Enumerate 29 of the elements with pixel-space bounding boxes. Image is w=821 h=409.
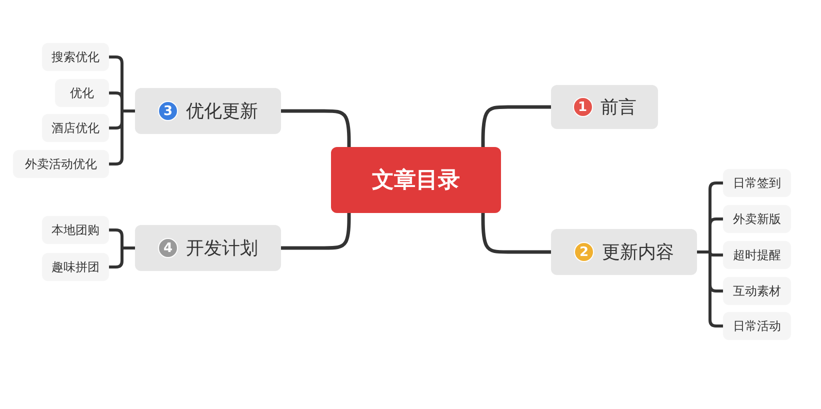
subtopic-box: 外卖新版 <box>723 205 791 233</box>
branch-line <box>109 246 135 268</box>
topic-box <box>135 225 281 271</box>
subtopic-box: 超时提醒 <box>723 241 791 269</box>
subtopic-box: 日常活动 <box>723 312 791 340</box>
topic-box <box>135 88 281 134</box>
subtopic-box: 互动素材 <box>723 277 791 305</box>
branch-line <box>481 105 551 147</box>
subtopic-box: 酒店优化 <box>42 114 109 142</box>
topic-label: 前言 <box>600 96 636 119</box>
topic-box <box>551 85 658 129</box>
topic-box <box>551 229 697 275</box>
branch-line <box>481 213 551 254</box>
subtopic-box: 搜索优化 <box>42 43 109 71</box>
subtopic-box: 优化 <box>55 79 109 107</box>
topic-label: 优化更新 <box>186 100 258 123</box>
branch-line <box>281 109 351 147</box>
subtopic-box: 趣味拼团 <box>42 253 109 281</box>
number-badge: 3 <box>158 101 178 121</box>
topic-label: 开发计划 <box>186 237 258 260</box>
number-badge: 2 <box>574 242 594 262</box>
subtopic-box: 本地团购 <box>42 216 109 244</box>
central-topic: 文章目录 <box>331 147 501 213</box>
number-badge: 4 <box>158 238 178 258</box>
branch-line <box>281 213 351 250</box>
topic-label: 更新内容 <box>602 241 674 264</box>
subtopic-box: 外卖活动优化 <box>13 150 109 178</box>
number-badge: 1 <box>572 97 592 117</box>
subtopic-box: 日常签到 <box>723 169 791 197</box>
